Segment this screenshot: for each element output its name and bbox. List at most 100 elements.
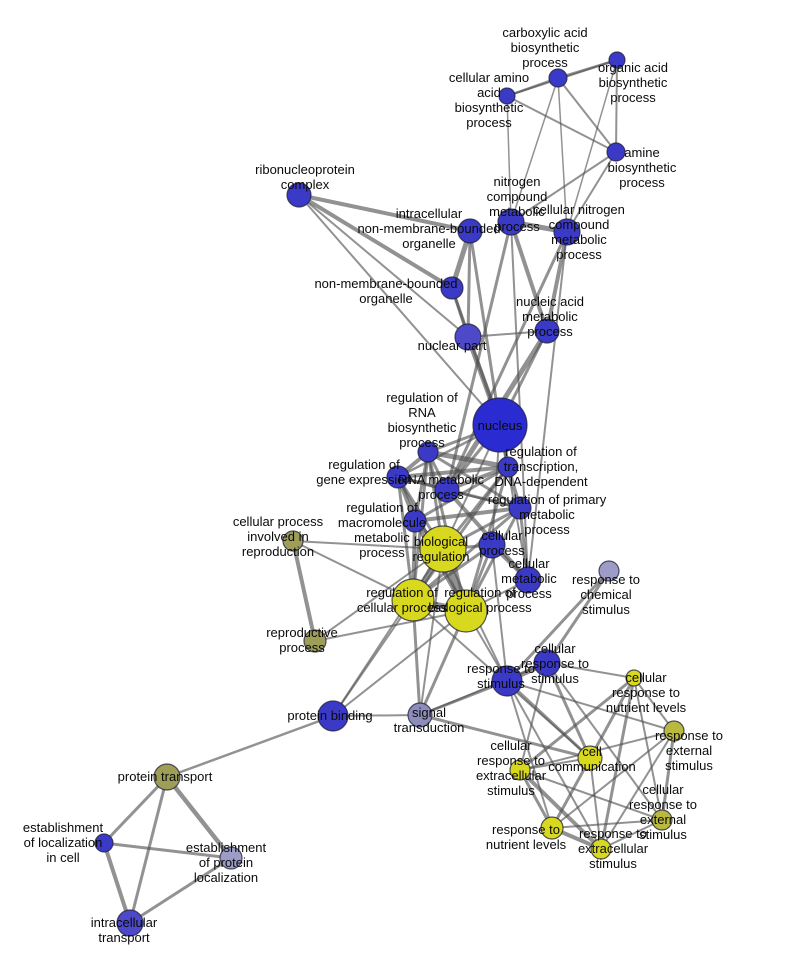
node-ab[interactable]	[606, 142, 626, 162]
edge-ab-ncm	[510, 151, 617, 223]
edge-pt-epl	[164, 774, 234, 861]
edge-pt-elc	[102, 775, 169, 845]
edge-rnp-np	[298, 194, 469, 338]
label-pt: protein transport	[118, 769, 213, 784]
edge-rs-res	[506, 680, 675, 732]
node-rp[interactable]	[303, 629, 327, 653]
edge-cc-rexc	[589, 757, 602, 850]
edge-rnl-res	[551, 730, 675, 829]
node-rge[interactable]	[386, 465, 410, 489]
node-ncm[interactable]	[497, 208, 525, 236]
node-rpm[interactable]	[508, 496, 532, 520]
label-np: nuclear part	[418, 338, 487, 353]
node-rs[interactable]	[491, 665, 523, 697]
node-cncm[interactable]	[553, 218, 581, 246]
node-rbp[interactable]	[444, 589, 488, 633]
node-epl[interactable]	[219, 846, 243, 870]
edge-res-crext	[660, 729, 676, 822]
edge-crs-rcs	[545, 569, 611, 665]
node-crext[interactable]	[651, 809, 673, 831]
node-elc[interactable]	[94, 833, 114, 853]
node-cp[interactable]	[478, 531, 506, 559]
node-crnl[interactable]	[625, 669, 643, 687]
node-res[interactable]	[663, 720, 685, 742]
node-st[interactable]	[407, 702, 433, 728]
edge-rexc-res	[600, 730, 675, 850]
label-nuc: nucleus	[478, 418, 523, 433]
node-rexc[interactable]	[590, 838, 612, 860]
node-cab[interactable]	[548, 68, 568, 88]
edge-elc-epl	[102, 841, 233, 860]
edge-ab-cncm	[566, 151, 617, 233]
node-rnl[interactable]	[540, 816, 564, 840]
node-rrb[interactable]	[417, 441, 439, 463]
node-oab[interactable]	[608, 51, 626, 69]
node-it[interactable]	[116, 909, 144, 937]
node-crexc[interactable]	[509, 759, 531, 781]
edge-rpm-rcp	[411, 506, 522, 602]
edge-crnl-crext	[633, 677, 663, 821]
edge-cp-rs	[491, 544, 508, 682]
node-cmp[interactable]	[514, 566, 542, 594]
node-nmo[interactable]	[440, 276, 464, 300]
node-rcp[interactable]	[391, 578, 435, 622]
edge-rpm-rmm	[413, 506, 522, 523]
node-nam[interactable]	[534, 318, 560, 344]
node-cc[interactable]	[577, 745, 603, 771]
edge-pb-br	[332, 548, 444, 717]
node-pt[interactable]	[153, 763, 181, 791]
edge-crs-st	[419, 662, 548, 716]
edge-rnp-nmo	[297, 193, 454, 290]
node-cpir[interactable]	[282, 530, 304, 552]
edge-rexc-crext	[600, 819, 663, 850]
node-nuc[interactable]	[472, 397, 528, 453]
edge-cncm-rm	[445, 230, 569, 492]
node-caab[interactable]	[498, 87, 516, 105]
node-br[interactable]	[419, 525, 467, 573]
edge-elc-it	[102, 841, 132, 925]
node-crs[interactable]	[533, 649, 561, 677]
node-rtd[interactable]	[497, 456, 519, 478]
node-rnp[interactable]	[286, 182, 312, 208]
edge-epl-it	[128, 856, 233, 925]
node-rmm[interactable]	[403, 509, 427, 533]
node-pb[interactable]	[317, 700, 349, 732]
node-rcs[interactable]	[598, 560, 620, 582]
edge-cab-cncm	[557, 77, 568, 233]
node-np[interactable]	[454, 323, 482, 351]
node-inmo[interactable]	[457, 218, 483, 244]
edge-rp-rbp	[314, 610, 467, 642]
edge-crs-crexc	[519, 662, 548, 771]
edge-st-cc	[418, 713, 592, 760]
edge-st-br	[419, 548, 444, 716]
edge-crnl-crexc	[518, 676, 636, 772]
node-rm[interactable]	[434, 477, 460, 503]
